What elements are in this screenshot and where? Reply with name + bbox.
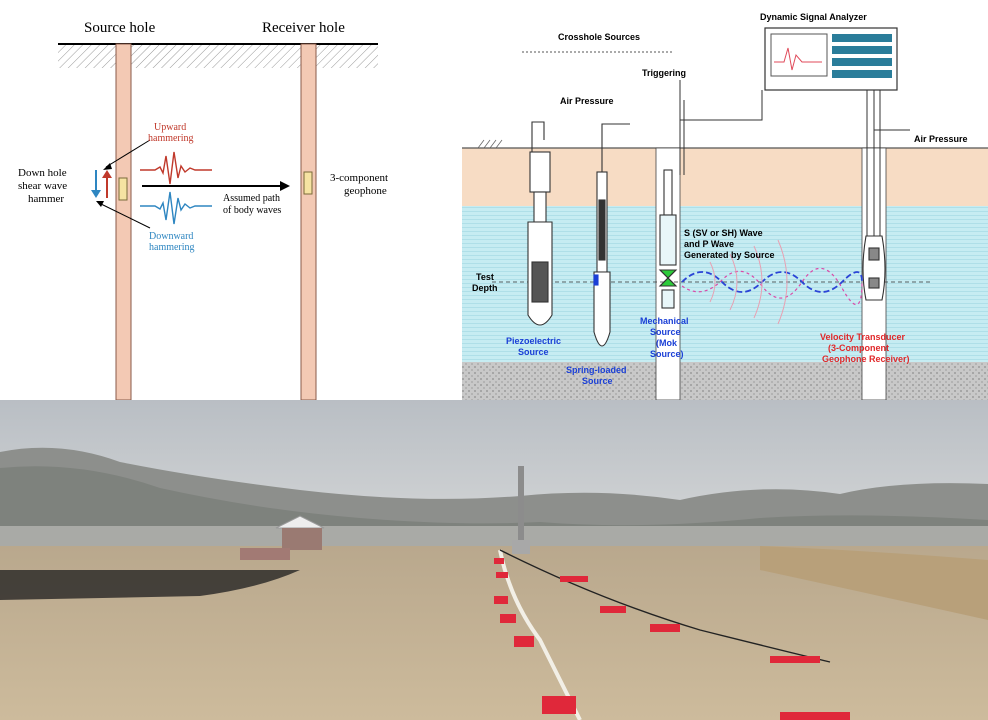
air-pressure-left-label: Air Pressure — [560, 96, 614, 106]
downward-label-1: Downward — [149, 231, 193, 242]
village-strip — [0, 526, 988, 546]
equipment-cart — [282, 528, 322, 550]
source-hole-label: Source hole — [84, 20, 156, 36]
wave-label-1: S (SV or SH) Wave — [684, 228, 763, 238]
black-cable — [499, 549, 831, 663]
cable-markers — [494, 558, 850, 720]
s-wave-icon — [681, 271, 863, 293]
mechanical-source-icon — [658, 169, 678, 309]
upward-waveform — [140, 151, 212, 185]
downhole-diagram-svg: Source hole Receiver hole Down hole shea… — [18, 20, 388, 400]
path-label-2: of body waves — [223, 205, 281, 216]
equipment-box — [240, 548, 290, 560]
hammer-label-1: Down hole — [18, 167, 67, 179]
mechanical-label-3: (Mok — [656, 338, 678, 348]
crosshole-diagram-svg: Crosshole Sources Dynamic Signal Analyze… — [462, 12, 988, 400]
hammer-label-3: hammer — [28, 193, 64, 205]
up-arrowhead-icon — [102, 170, 112, 178]
piezo-label-1: Piezoelectric — [506, 336, 561, 346]
field-photo-svg — [0, 400, 988, 720]
dry-grass — [760, 546, 988, 620]
air-pressure-right-label: Air Pressure — [914, 134, 968, 144]
geophone-label-1: 3-component — [330, 172, 388, 184]
upward-pointer — [105, 139, 151, 168]
piezo-label-2: Source — [518, 347, 549, 357]
mast-base — [512, 540, 530, 554]
hammer-block — [118, 177, 128, 201]
body-wave-arrowhead-icon — [280, 181, 290, 191]
source-hole — [115, 43, 132, 400]
analyzer-trace — [774, 47, 822, 71]
analyzer-label: Dynamic Signal Analyzer — [760, 12, 867, 22]
borehole-mast — [518, 466, 524, 548]
downhole-diagram: Source hole Receiver hole Down hole shea… — [0, 0, 462, 400]
gravel-layer — [462, 362, 988, 400]
mechanical-label-1: Mechanical — [640, 316, 689, 326]
upward-label-1: Upward — [154, 122, 186, 133]
velocity-label-2: (3-Component — [828, 343, 889, 353]
analyzer-screen — [770, 33, 828, 77]
spring-loaded-source-icon — [593, 123, 630, 347]
downward-pointer-head-icon — [96, 201, 104, 207]
grass-icon — [477, 139, 503, 149]
piezoelectric-source-icon — [527, 121, 553, 326]
upward-pointer-head-icon — [103, 163, 112, 170]
geophone-receiver-icon — [862, 235, 886, 301]
velocity-label-1: Velocity Transducer — [820, 332, 906, 342]
path-label-1: Assumed path — [223, 193, 280, 204]
wave-label-2: and P Wave — [684, 239, 734, 249]
shadow-area — [0, 570, 300, 600]
spring-label-2: Source — [582, 376, 613, 386]
geophone-block — [303, 171, 313, 195]
crosshole-sources-label: Crosshole Sources — [558, 32, 640, 42]
test-depth-label-1: Test — [476, 272, 494, 282]
field-photo — [0, 400, 988, 720]
spring-label-1: Spring-loaded — [566, 365, 627, 375]
wavefront-arcs — [709, 239, 788, 325]
hammer-label-2: shear wave — [18, 180, 67, 192]
mechanical-label-2: Source — [650, 327, 681, 337]
crosshole-diagram: Crosshole Sources Dynamic Signal Analyze… — [462, 0, 988, 400]
analyzer-buttons — [832, 34, 892, 78]
triggering-label: Triggering — [642, 68, 686, 78]
downward-pointer — [98, 202, 151, 229]
receiver-hole — [300, 43, 317, 400]
downward-label-2: hammering — [149, 242, 195, 253]
velocity-label-3: Geophone Receiver) — [822, 354, 910, 364]
upward-label-2: hammering — [148, 133, 194, 144]
cables — [679, 80, 910, 240]
wave-label-3: Generated by Source — [684, 250, 775, 260]
ground-hatch — [58, 44, 378, 68]
down-arrowhead-icon — [91, 190, 101, 198]
mechanical-label-4: Source) — [650, 349, 684, 359]
geophone-label-2: geophone — [344, 185, 387, 197]
receiver-hole-label: Receiver hole — [262, 20, 345, 36]
downward-waveform — [140, 191, 212, 225]
test-depth-label-2: Depth — [472, 283, 498, 293]
